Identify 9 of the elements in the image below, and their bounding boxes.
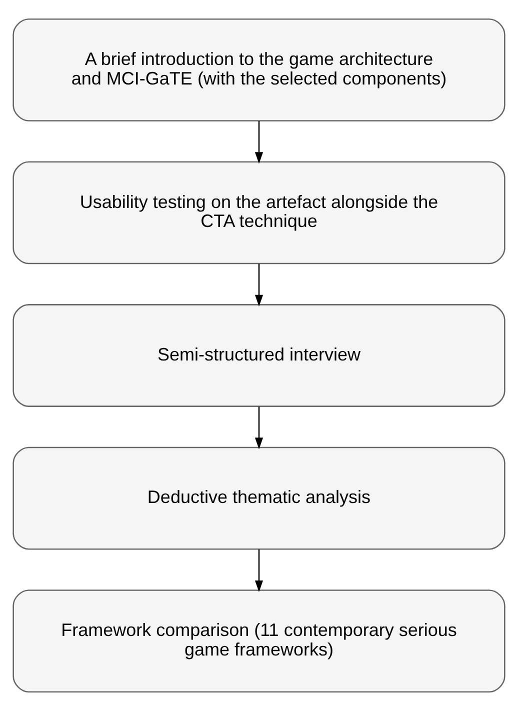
node-box: Semi-structured interview (12, 304, 506, 406)
node-box: A brief introduction to the game architecture and MCI-GaTE (with the selected components) (12, 18, 506, 121)
node-box: Usability testing on the artefact alongside the CTA technique (12, 160, 506, 264)
arrow (254, 406, 264, 449)
arrow (254, 263, 264, 306)
node-box: Framework comparison (11 contemporary serious game frameworks) (12, 589, 506, 692)
node-box: Deductive thematic analysis (12, 446, 506, 550)
arrow (254, 120, 264, 164)
arrow (254, 548, 264, 592)
